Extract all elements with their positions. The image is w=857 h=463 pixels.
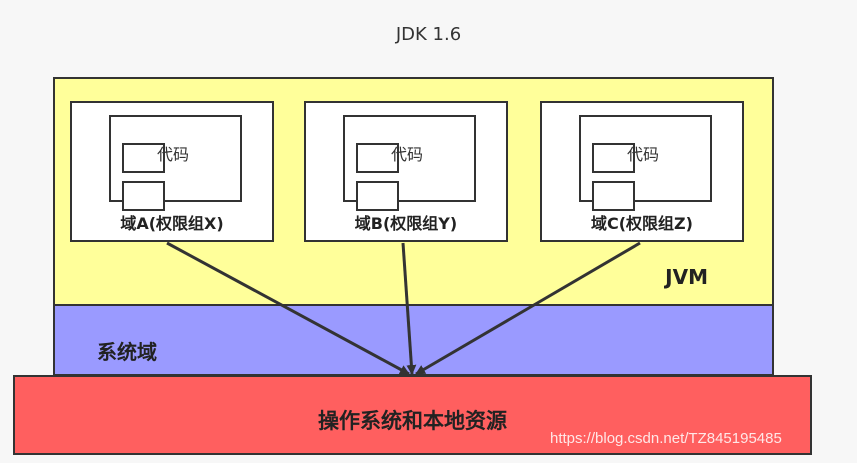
component-icon: [356, 143, 399, 173]
component-icon: [356, 181, 399, 211]
code-box: 代码: [343, 115, 476, 211]
arrow-b: [401, 242, 417, 375]
component-icon: [122, 143, 165, 173]
code-label: 代码: [157, 145, 190, 164]
jvm-container: 代码 域A(权限组X) 代码 域B(权限组Y) 代码 域C(权限组Z) JVM: [53, 77, 774, 306]
arrow-a: [166, 241, 410, 376]
component-icon: [122, 181, 165, 211]
code-box: 代码: [579, 115, 712, 211]
code-label: 代码: [627, 145, 660, 164]
code-label: 代码: [391, 145, 424, 164]
domain-a-label: 域A(权限组X): [120, 214, 224, 233]
domain-b-label: 域B(权限组Y): [354, 214, 458, 233]
watermark: https://blog.csdn.net/TZ845195485: [550, 430, 782, 447]
system-domain-label: 系统域: [97, 340, 157, 364]
component-icon: [592, 143, 635, 173]
os-resources-label: 操作系统和本地资源: [318, 409, 507, 433]
component-icon: [592, 181, 635, 211]
domain-b-box: 代码 域B(权限组Y): [304, 101, 508, 242]
jvm-label: JVM: [665, 265, 708, 289]
domain-c-box: 代码 域C(权限组Z): [540, 101, 744, 242]
system-domain-band: 系统域: [53, 304, 774, 376]
code-box: 代码: [109, 115, 242, 211]
os-resources-band: 操作系统和本地资源: [13, 375, 812, 455]
diagram-title: JDK 1.6: [395, 24, 462, 45]
domain-a-box: 代码 域A(权限组X): [70, 101, 274, 242]
domain-c-label: 域C(权限组Z): [591, 214, 693, 233]
arrow-c: [415, 241, 641, 376]
